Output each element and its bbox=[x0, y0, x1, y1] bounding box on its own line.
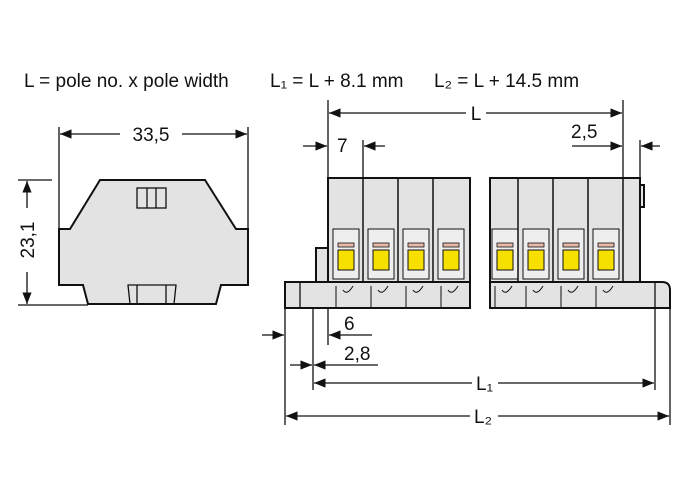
length-dimension: L bbox=[471, 104, 482, 125]
base-notch bbox=[405, 285, 424, 308]
clamp-spring bbox=[562, 249, 580, 271]
formula-l1: L₁ = L + 8.1 mm bbox=[270, 71, 404, 92]
base-notch bbox=[494, 285, 513, 308]
width-dimension: 33,5 bbox=[133, 125, 170, 146]
release-marker bbox=[527, 242, 545, 248]
clamp-spring bbox=[496, 249, 514, 271]
clamp-spring bbox=[372, 249, 390, 271]
release-marker bbox=[372, 242, 390, 248]
l2-dimension: L₂ bbox=[474, 407, 492, 428]
clamp-spring bbox=[407, 249, 425, 271]
end-offset-dimension: 2,5 bbox=[571, 122, 597, 143]
pole-width-dimension: 7 bbox=[337, 136, 348, 157]
front-view bbox=[284, 177, 671, 309]
base-notch bbox=[560, 285, 579, 308]
base-notch bbox=[595, 285, 614, 308]
height-dimension: 23,1 bbox=[18, 222, 39, 259]
release-marker bbox=[442, 242, 460, 248]
base-notch bbox=[335, 285, 354, 308]
clamp-spring bbox=[527, 249, 545, 271]
release-marker bbox=[407, 242, 425, 248]
release-marker bbox=[337, 242, 355, 248]
base-notch bbox=[440, 285, 459, 308]
formula-l2: L₂ = L + 14.5 mm bbox=[434, 71, 579, 92]
l1-dimension: L₁ bbox=[476, 374, 493, 395]
offset-2-8-dimension: 2,8 bbox=[344, 344, 370, 365]
clamp-spring bbox=[597, 249, 615, 271]
base-notch bbox=[525, 285, 544, 308]
clamp-spring bbox=[337, 249, 355, 271]
release-marker bbox=[496, 242, 514, 248]
offset-6-dimension: 6 bbox=[344, 314, 355, 335]
side-view: 33,5 23,1 bbox=[18, 125, 249, 306]
formula-l: L = pole no. x pole width bbox=[24, 71, 229, 92]
release-marker bbox=[562, 242, 580, 248]
base-notch bbox=[370, 285, 389, 308]
clamp-spring bbox=[442, 249, 460, 271]
release-marker bbox=[597, 242, 615, 248]
front-dimensions: L 7 2,5 6 2,8 L₁ L₂ bbox=[262, 100, 671, 428]
